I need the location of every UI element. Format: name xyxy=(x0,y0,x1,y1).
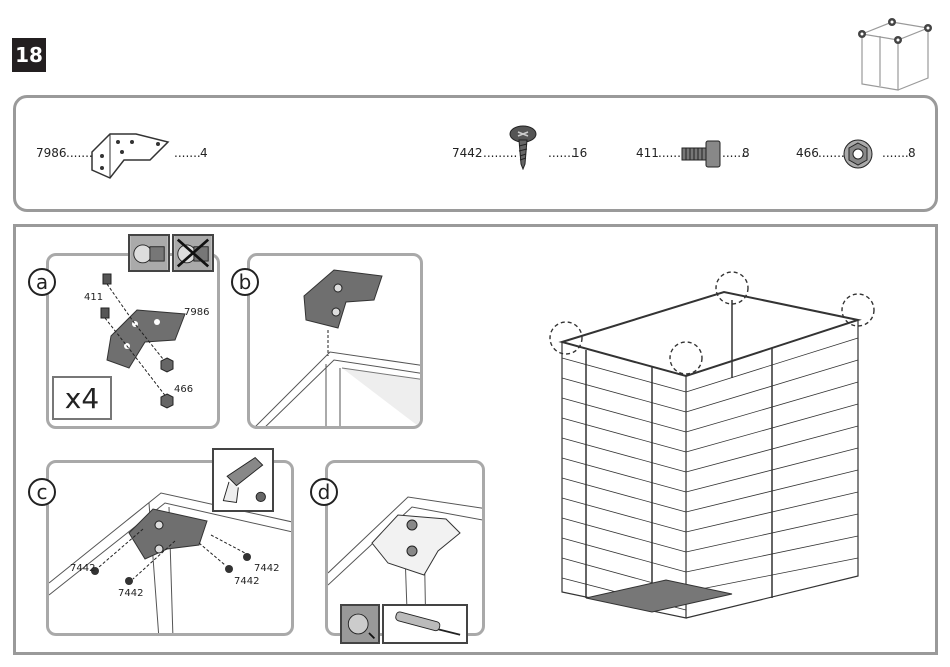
part-code-466: 466 xyxy=(796,146,819,160)
shed-frame-illustration xyxy=(546,258,884,628)
panel-letter-c: c xyxy=(28,478,56,506)
part-qty-466: 8 xyxy=(908,146,916,160)
panel-letter-a: a xyxy=(28,268,56,296)
detail-panel-b xyxy=(247,253,423,429)
screw-icon xyxy=(508,124,538,170)
part-qty-7442: 16 xyxy=(572,146,587,160)
qty-leader: ....... xyxy=(548,146,575,160)
quantity-multiplier: x4 xyxy=(52,376,112,420)
label-screw-7442: 7442 xyxy=(254,563,279,574)
qty-leader: ....... xyxy=(174,146,201,160)
label-bracket-7986: 7986 xyxy=(184,307,209,318)
power-drill-icon xyxy=(212,448,274,512)
bolt-icon xyxy=(680,138,724,170)
step-number-badge: 18 xyxy=(12,38,46,72)
label-nut-466: 466 xyxy=(174,384,193,395)
label-bolt-411: 411 xyxy=(84,292,103,303)
part-code-7986: 7986 xyxy=(36,146,67,160)
qty-leader: ....... xyxy=(882,146,909,160)
part-code-7442: 7442 xyxy=(452,146,483,160)
flange-nut-icon xyxy=(842,138,874,170)
part-qty-411: 8 xyxy=(742,146,750,160)
label-screw-7442: 7442 xyxy=(118,588,143,599)
panel-letter-b: b xyxy=(231,268,259,296)
shed-overview-thumbnail xyxy=(852,14,936,92)
label-screw-7442: 7442 xyxy=(234,576,259,587)
label-screw-7442: 7442 xyxy=(70,563,95,574)
screwdriver-icon xyxy=(382,604,468,644)
bolt-nut-wrong-icon xyxy=(172,234,214,272)
nut-tighten-icon xyxy=(340,604,380,644)
part-leader: ....... xyxy=(818,146,845,160)
panel-letter-d: d xyxy=(310,478,338,506)
bolt-nut-ok-icon xyxy=(128,234,170,272)
part-qty-7986: 4 xyxy=(200,146,208,160)
corner-bracket-icon xyxy=(88,130,172,182)
bracket-placement-illustration xyxy=(250,256,423,429)
part-code-411: 411 xyxy=(636,146,659,160)
